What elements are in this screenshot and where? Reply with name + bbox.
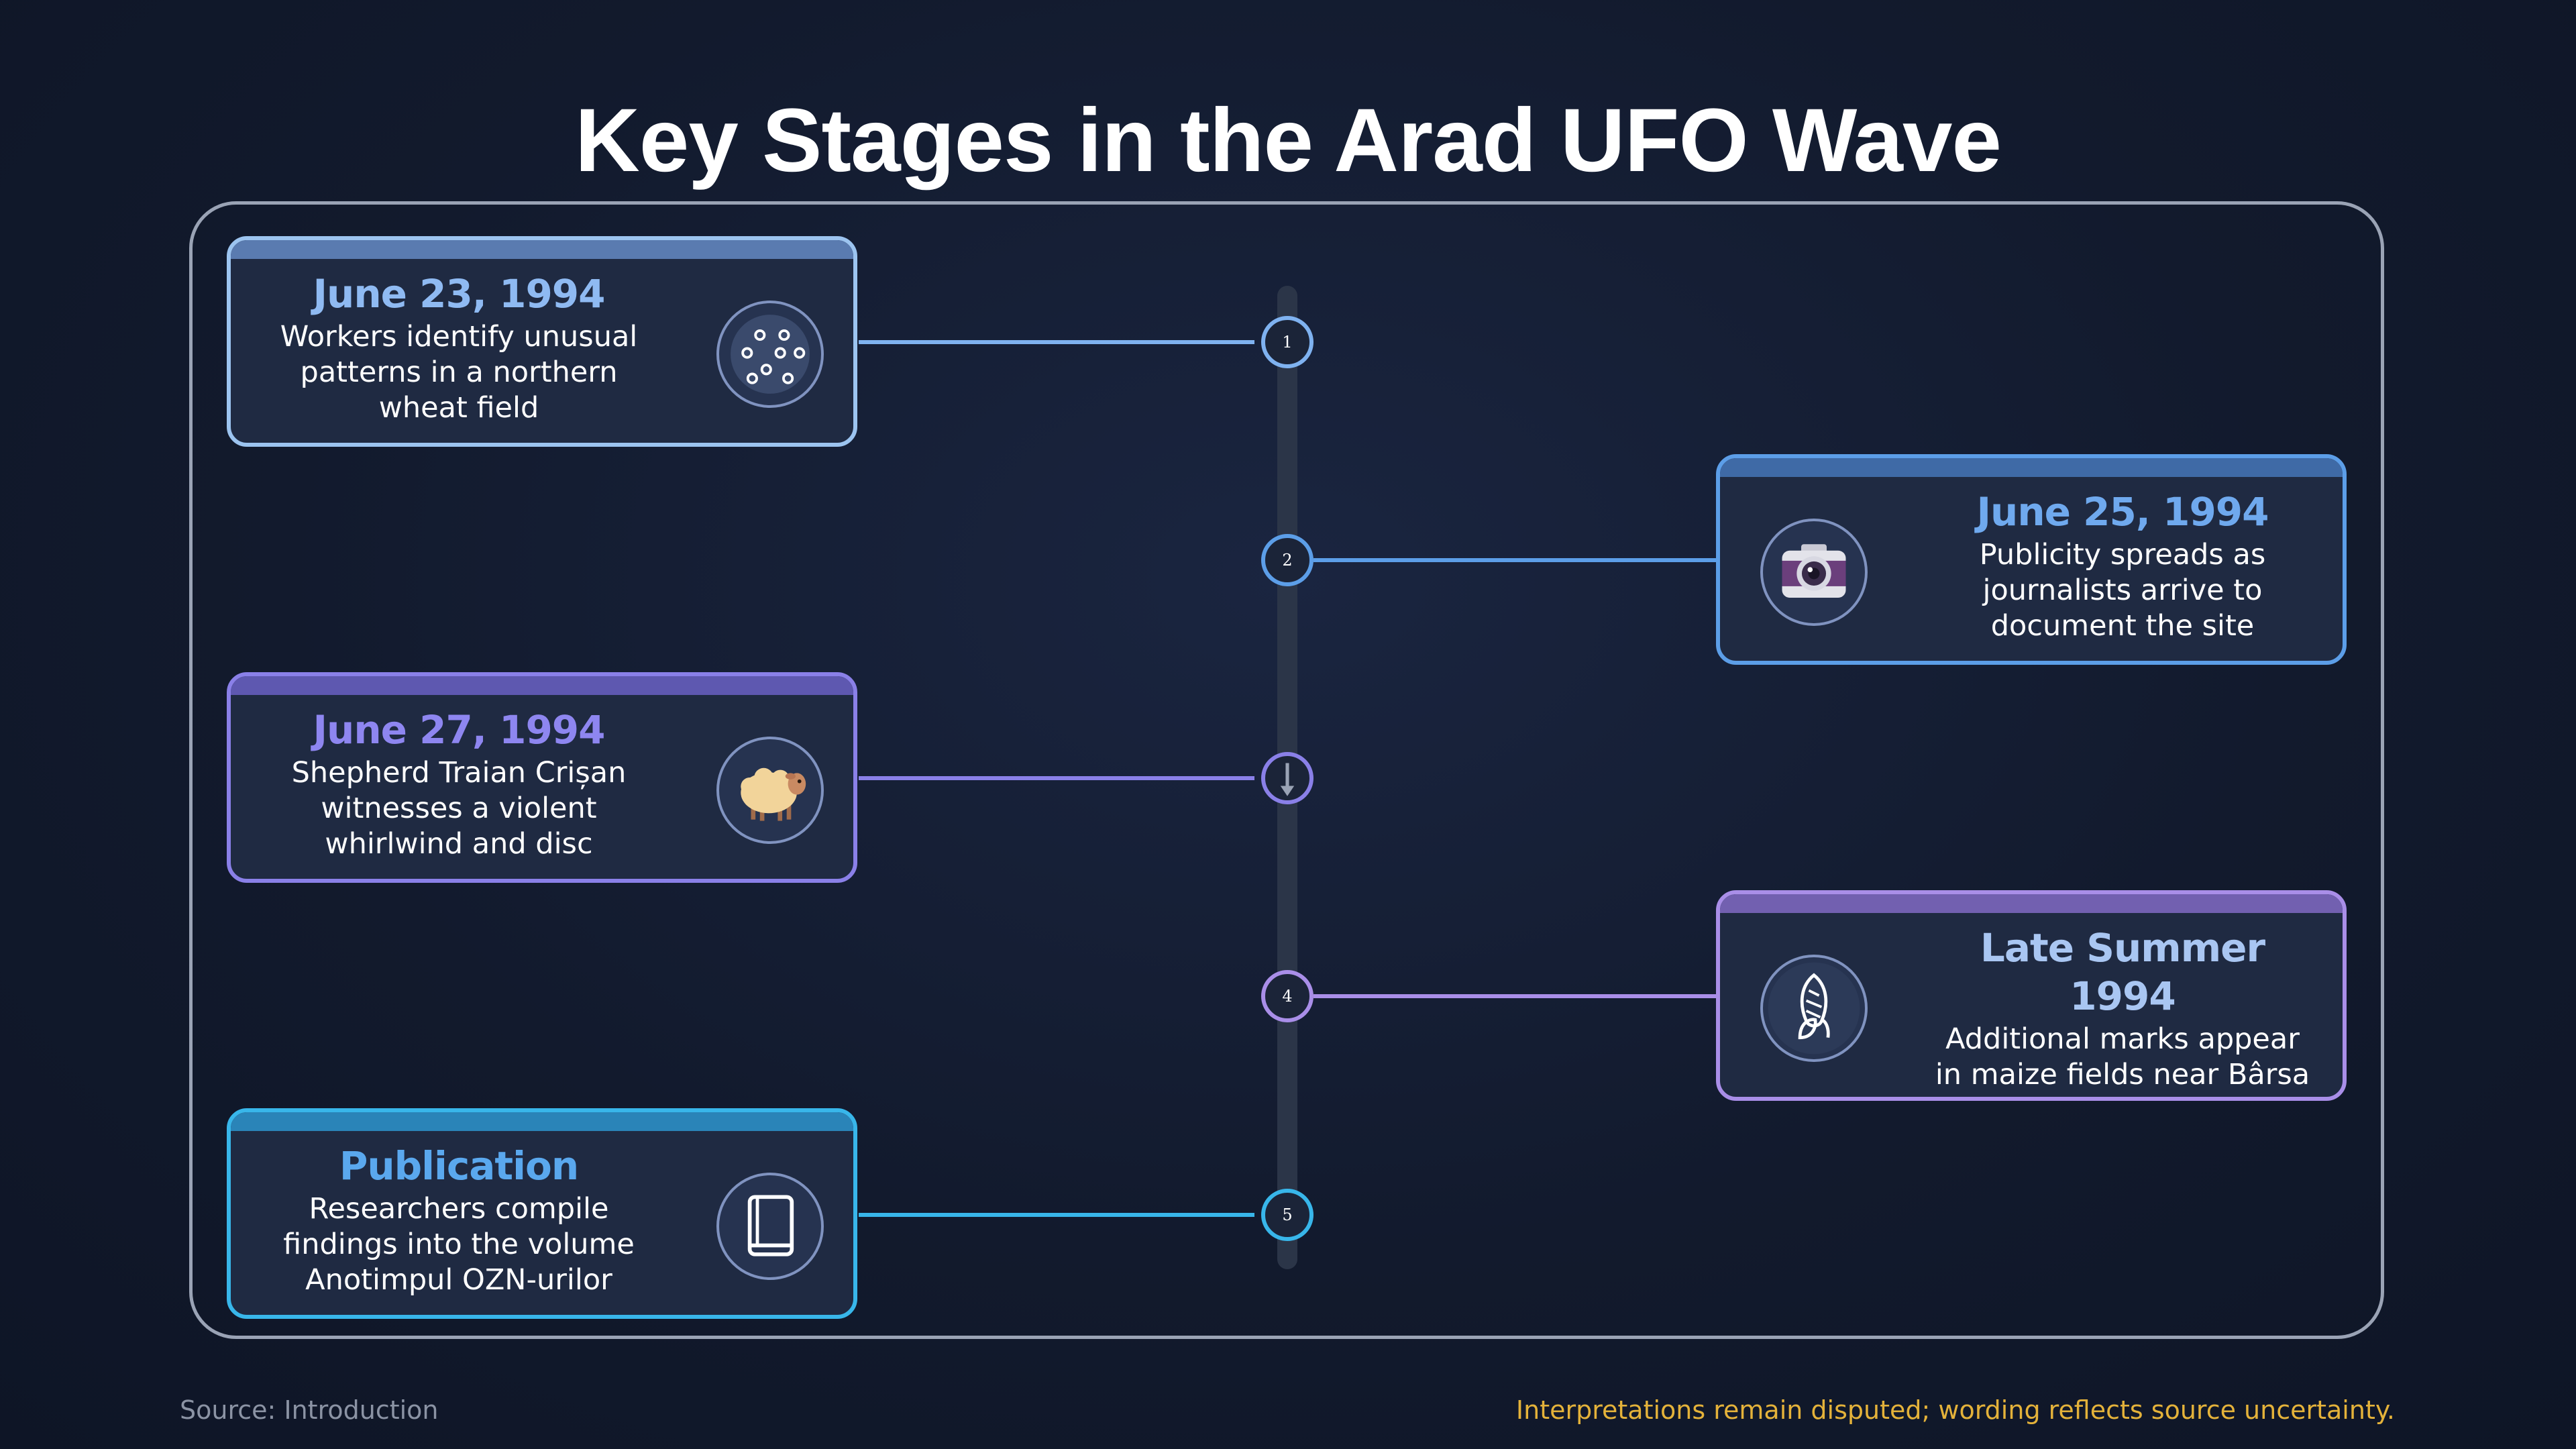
stage-description: Shepherd Traian Crișan witnesses a viole… (291, 756, 627, 861)
card-header-bar (231, 1112, 853, 1131)
stage-card-1: June 23, 1994 Workers identify unusual p… (227, 236, 857, 447)
card-header-bar (1720, 458, 2343, 477)
disclaimer-note: Interpretations remain disputed; wording… (1515, 1395, 2395, 1425)
card-header-bar (231, 676, 853, 695)
connector-4 (1313, 994, 1717, 998)
connector-1 (859, 340, 1254, 344)
stage-date: June 25, 1994 (1976, 489, 2269, 535)
stage-description: Additional marks appear in maize fields … (1935, 1022, 2310, 1097)
camera-icon (1760, 519, 1868, 626)
stage-card-4: Late Summer 1994 Additional marks appear… (1716, 890, 2347, 1101)
source-note: Source: Introduction (180, 1395, 439, 1425)
connector-5 (859, 1213, 1254, 1217)
sheep-icon (716, 737, 824, 844)
stage-description: Workers identify unusual patterns in a n… (280, 320, 638, 425)
stage-card-2: June 25, 1994 Publicity spreads as journ… (1716, 454, 2347, 665)
connector-3 (859, 776, 1254, 780)
page-title: Key Stages in the Arad UFO Wave (575, 91, 2002, 191)
crop-circle-icon (716, 301, 824, 408)
timeline-node-4: 4 (1261, 970, 1313, 1022)
stage-description: Researchers compile findings into the vo… (283, 1192, 635, 1297)
stage-date: June 23, 1994 (313, 271, 605, 317)
timeline-node-2: 2 (1261, 534, 1313, 586)
timeline-frame (189, 201, 2384, 1339)
stage-date: Late Summer 1994 (1980, 925, 2265, 1019)
timeline-node-3 (1261, 752, 1313, 804)
connector-2 (1313, 558, 1717, 562)
card-header-bar (231, 240, 853, 259)
corn-icon (1760, 955, 1868, 1062)
stage-date: June 27, 1994 (313, 707, 605, 753)
arrow-down-icon (1280, 763, 1295, 796)
timeline-node-1: 1 (1261, 316, 1313, 368)
book-icon (716, 1173, 824, 1280)
stage-card-3: June 27, 1994 Shepherd Traian Crișan wit… (227, 672, 857, 883)
card-header-bar (1720, 894, 2343, 913)
stage-description: Publicity spreads as journalists arrive … (1979, 538, 2266, 643)
stage-date: Publication (339, 1143, 579, 1189)
timeline-node-5: 5 (1261, 1189, 1313, 1241)
stage-card-5: Publication Researchers compile findings… (227, 1108, 857, 1319)
